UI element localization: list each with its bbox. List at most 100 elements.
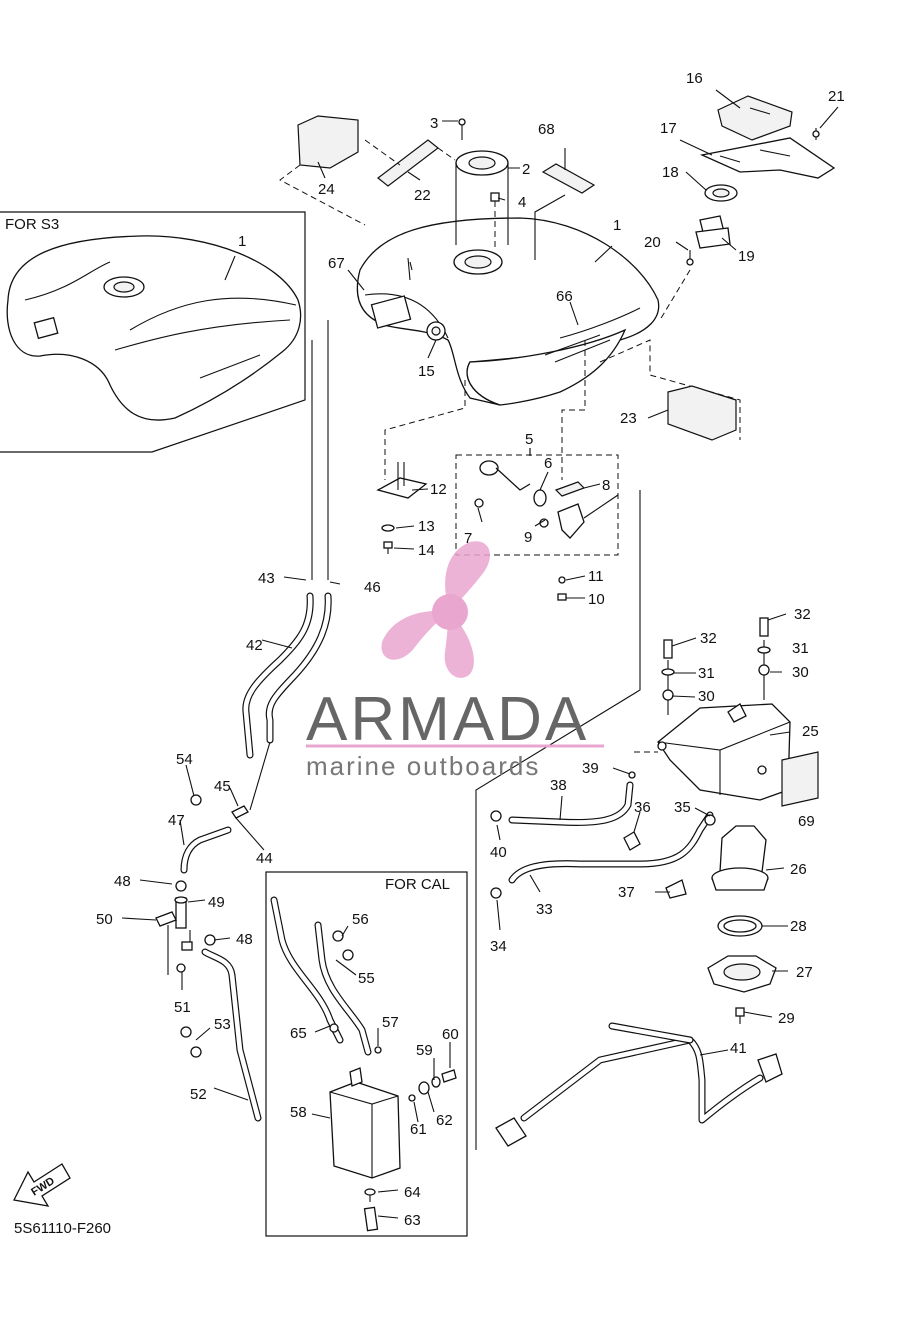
top-small-parts <box>279 115 596 281</box>
hose-42 <box>242 320 332 759</box>
part-label-45: 45 <box>214 778 231 795</box>
part-label-22: 22 <box>414 187 431 204</box>
part-label-3: 3 <box>430 115 438 132</box>
watermark-tagline: marine outboards <box>306 751 540 781</box>
fuel-tank <box>356 217 660 406</box>
part-label-63: 63 <box>404 1212 421 1229</box>
diagram-code: 5S61110-F260 <box>14 1220 111 1237</box>
dash-line <box>384 380 466 480</box>
part-label-39: 39 <box>582 760 599 777</box>
part-label-50: 50 <box>96 911 113 928</box>
part-label-23: 23 <box>620 410 637 427</box>
fuel-line-41 <box>495 1022 783 1147</box>
part-label-48a: 48 <box>114 873 131 890</box>
part-label-15: 15 <box>418 363 435 380</box>
part-label-44: 44 <box>256 850 273 867</box>
part-label-28: 28 <box>790 918 807 935</box>
part-label-34: 34 <box>490 938 507 955</box>
inset-cal-title: FOR CAL <box>385 876 450 893</box>
part-label-40: 40 <box>490 844 507 861</box>
part-label-31a: 31 <box>698 665 715 682</box>
part-label-7: 7 <box>464 530 472 547</box>
part-label-27: 27 <box>796 964 813 981</box>
fuel-pump-25-30 <box>657 617 819 1024</box>
fwd-arrow-icon: FWD <box>13 1163 71 1207</box>
part-label-32b: 32 <box>794 606 811 623</box>
part-label-26: 26 <box>790 861 807 878</box>
part-label-31b: 31 <box>792 640 809 657</box>
part-label-33: 33 <box>536 901 553 918</box>
part-label-2: 2 <box>522 161 530 178</box>
part-label-5: 5 <box>525 431 533 448</box>
part-label-69: 69 <box>798 813 815 830</box>
part-label-24: 24 <box>318 181 335 198</box>
part-label-47: 47 <box>168 812 185 829</box>
part-label-52: 52 <box>190 1086 207 1103</box>
dash-line <box>561 340 586 480</box>
part-label-12: 12 <box>430 481 447 498</box>
part-label-43: 43 <box>258 570 275 587</box>
part-label-41: 41 <box>730 1040 747 1057</box>
part-label-37: 37 <box>618 884 635 901</box>
part-label-61: 61 <box>410 1121 427 1138</box>
inset-for-s3: FOR S3 <box>0 211 306 453</box>
part-label-65: 65 <box>290 1025 307 1042</box>
part-label-8: 8 <box>602 477 610 494</box>
parts-48-53 <box>155 880 262 1122</box>
watermark-brand: ARMADA <box>306 685 589 754</box>
part-label-16: 16 <box>686 70 703 87</box>
part-label-18: 18 <box>662 164 679 181</box>
part-label-49: 49 <box>208 894 225 911</box>
part-label-42: 42 <box>246 637 263 654</box>
propeller-logo-icon <box>381 541 491 678</box>
inset-s3-title: FOR S3 <box>5 216 59 233</box>
part-label-19: 19 <box>738 248 755 265</box>
part-label-13: 13 <box>418 518 435 535</box>
part-label-6: 6 <box>544 455 552 472</box>
petcock-assembly-5 <box>455 448 619 601</box>
part-label-36: 36 <box>634 799 651 816</box>
part-label-51: 51 <box>174 999 191 1016</box>
part-label-1: 1 <box>613 217 621 234</box>
part-label-4: 4 <box>518 194 526 211</box>
part-label-30b: 30 <box>792 664 809 681</box>
part-label-17: 17 <box>660 120 677 137</box>
part-label-57: 57 <box>382 1014 399 1031</box>
part-label-67: 67 <box>328 255 345 272</box>
part-label-55: 55 <box>358 970 375 987</box>
part-label-9: 9 <box>524 529 532 546</box>
part-label-56: 56 <box>352 911 369 928</box>
hoses-33-40 <box>490 771 716 899</box>
part-label-62: 62 <box>436 1112 453 1129</box>
part-label-35: 35 <box>674 799 691 816</box>
part-label-1-s3: 1 <box>238 233 246 250</box>
bracket-12-13-14 <box>376 462 428 554</box>
part-label-21: 21 <box>828 88 845 105</box>
part-label-58: 58 <box>290 1104 307 1121</box>
part-label-14: 14 <box>418 542 435 559</box>
part-label-64: 64 <box>404 1184 421 1201</box>
part-label-46: 46 <box>364 579 381 596</box>
part-label-54: 54 <box>176 751 193 768</box>
part-label-25: 25 <box>802 723 819 740</box>
part-label-53: 53 <box>214 1016 231 1033</box>
part-label-11: 11 <box>588 568 604 585</box>
part-label-10: 10 <box>588 591 605 608</box>
part-label-20: 20 <box>644 234 661 251</box>
part-label-68: 68 <box>538 121 555 138</box>
armada-watermark: ARMADA marine outboards <box>306 541 604 781</box>
callouts: 1 1 2 3 4 5 6 7 8 9 10 11 12 13 14 15 16… <box>96 70 845 1229</box>
part-label-60: 60 <box>442 1026 459 1043</box>
inset-for-cal: FOR CAL <box>265 871 468 1237</box>
part-label-32a: 32 <box>700 630 717 647</box>
part-label-30a: 30 <box>698 688 715 705</box>
part-label-29: 29 <box>778 1010 795 1027</box>
part-label-66: 66 <box>556 288 573 305</box>
right-top-parts <box>659 95 836 321</box>
part-23-pad <box>599 339 741 441</box>
part-label-48b: 48 <box>236 931 253 948</box>
lead-line <box>475 490 641 1150</box>
part-label-59: 59 <box>416 1042 433 1059</box>
hoses-44-47 <box>180 741 271 874</box>
